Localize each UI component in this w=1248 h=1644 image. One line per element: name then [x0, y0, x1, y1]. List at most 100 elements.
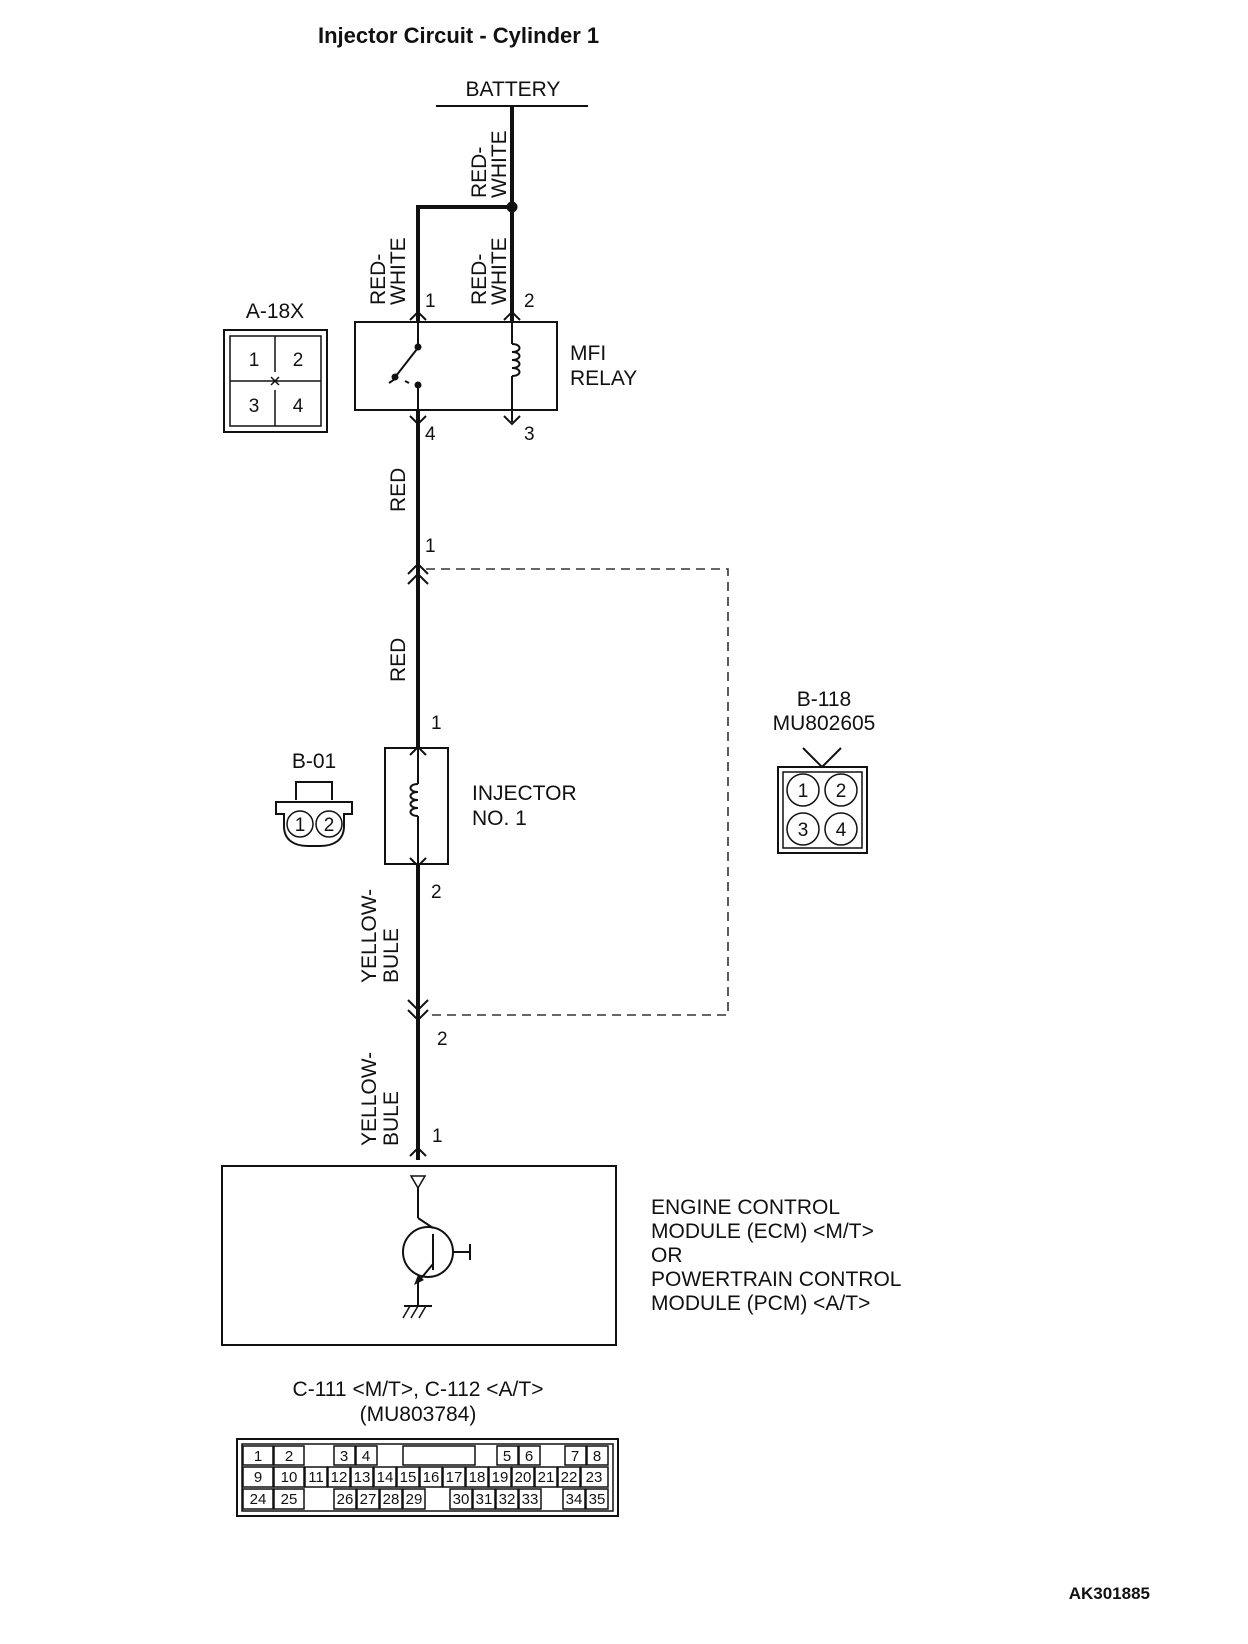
c111-pin-29: 29	[406, 1491, 423, 1508]
c111-pin-5: 5	[503, 1448, 511, 1465]
c111-pin-26: 26	[337, 1491, 354, 1508]
b118-pin1: 1	[798, 781, 809, 802]
battery-supply: BATTERY	[436, 78, 588, 107]
ecm-label-2: MODULE (ECM) <M/T>	[651, 1220, 874, 1243]
c111-row-1: 1 2 3 4 5 6 7 8	[242, 1445, 609, 1466]
injector-no1: 1 2 INJECTOR NO. 1	[384, 713, 577, 903]
c111-pin-10: 10	[281, 1469, 298, 1486]
c111-pin-11: 11	[308, 1469, 324, 1486]
c111-inner	[241, 1443, 614, 1512]
c111-pin-21: 21	[538, 1469, 555, 1486]
arrow-harness-upper-1	[407, 562, 429, 575]
terminal-arrows	[407, 310, 521, 1157]
c111-pin-30: 30	[453, 1491, 470, 1508]
c111-pin-16: 16	[423, 1469, 440, 1486]
c111-pin-34: 34	[566, 1491, 583, 1508]
a18x-pin2: 2	[293, 350, 304, 371]
c111-pin-15: 15	[400, 1469, 417, 1486]
arrow-injector-pin2	[409, 857, 427, 868]
b01-pin1-circle	[286, 810, 314, 838]
connector-b01-label: B-01	[292, 750, 336, 773]
connector-b118-label: B-118	[797, 688, 851, 711]
b118-key	[802, 747, 842, 769]
connector-c111-label: C-111 <M/T>, C-112 <A/T>	[293, 1378, 544, 1401]
arrow-relay-pin1	[409, 310, 427, 321]
wire-label-red-white-top-2: WHITE	[488, 130, 511, 198]
connector-b118-part: MU802605	[773, 712, 876, 735]
a18x-pin4: 4	[293, 396, 304, 417]
c111-pin-27: 27	[360, 1491, 377, 1508]
wire-label-red-white-right-2: WHITE	[488, 237, 511, 305]
ecm-input-triangle	[409, 1175, 427, 1190]
c111-pin-35: 35	[589, 1491, 606, 1508]
b01-pin2: 2	[324, 815, 335, 836]
mfi-relay: 1 2 4 3 MFI RELAY	[354, 291, 637, 445]
wire-branch-to-pin1	[416, 205, 512, 322]
arrow-harness-lower-2	[407, 1009, 429, 1022]
c111-pin-20: 20	[515, 1469, 532, 1486]
b118-inner	[782, 771, 863, 849]
b118-pin2-circle	[824, 773, 858, 807]
mfi-relay-label-1: MFI	[570, 342, 606, 365]
c111-pin-2: 2	[285, 1448, 293, 1465]
c111-pin-12: 12	[331, 1469, 348, 1486]
c111-row-2: 9 10 11 12 13 14 15 16 17 18 19 20 21 22…	[242, 1466, 609, 1488]
relay-switch-icon	[388, 322, 422, 410]
c111-pin-31: 31	[476, 1491, 493, 1508]
c111-outer	[236, 1438, 619, 1517]
mfi-relay-box	[354, 321, 558, 411]
c111-pin-1: 1	[254, 1448, 262, 1465]
ecm-label-5: MODULE (PCM) <A/T>	[651, 1292, 870, 1315]
b118-pin3: 3	[798, 820, 809, 841]
connector-a18x-outer	[223, 329, 328, 433]
injector-label-2: NO. 1	[472, 807, 527, 830]
c111-row-3: 24 25 26 27 28 29 30 31 32 33 34 35	[242, 1488, 609, 1510]
b118-pin4: 4	[836, 820, 847, 841]
wire-label-red-white-right-1: RED-	[468, 254, 491, 305]
wiring	[416, 106, 518, 1160]
battery-label: BATTERY	[466, 78, 561, 101]
harness-upper-pin-label: 1	[425, 536, 436, 557]
relay-pin3-label: 3	[524, 424, 535, 445]
ecm-label-1: ENGINE CONTROL	[651, 1196, 840, 1219]
b118-pin2: 2	[836, 781, 847, 802]
transistor-icon	[402, 1188, 471, 1306]
arrow-relay-pin2	[503, 310, 521, 321]
ecm-pin1-label: 1	[432, 1126, 443, 1147]
c111-pin-9: 9	[254, 1469, 262, 1486]
connector-b118: B-118 MU802605 1 2 3 4	[773, 688, 876, 854]
b118-pin4-circle	[824, 812, 858, 846]
ecm-box	[221, 1165, 617, 1346]
wire-label-red-lower: RED	[387, 638, 410, 682]
injector-pin2-label: 2	[431, 882, 442, 903]
c111-pin-7: 7	[571, 1448, 579, 1465]
ecm-label-4: POWERTRAIN CONTROL	[651, 1268, 901, 1291]
arrow-relay-pin4	[409, 415, 427, 426]
injector-pin1-label: 1	[431, 713, 442, 734]
a18x-pin3: 3	[249, 396, 260, 417]
c111-pin-22: 22	[561, 1469, 578, 1486]
injector-coil-icon	[409, 748, 419, 864]
c111-pin-8: 8	[593, 1448, 601, 1465]
wire-labels: RED- WHITE RED- WHITE RED- WHITE RED RED…	[358, 130, 511, 1146]
wire-label-red-upper: RED	[387, 468, 410, 512]
wire-label-yellow-bule-lower-2: BULE	[380, 1091, 403, 1146]
arrow-harness-upper-2	[407, 572, 429, 585]
wire-label-yellow-bule-upper-1: YELLOW-	[358, 889, 381, 983]
c111-pin-18: 18	[469, 1469, 486, 1486]
b01-pin1: 1	[295, 815, 306, 836]
c111-pin-19: 19	[492, 1469, 509, 1486]
b118-pin1-circle	[786, 773, 820, 807]
injector-box	[384, 747, 449, 865]
b118-pin3-circle	[786, 812, 820, 846]
arrow-harness-lower-1	[407, 999, 429, 1012]
a18x-pin1: 1	[249, 350, 260, 371]
c111-pin-13: 13	[354, 1469, 371, 1486]
relay-pin1-label: 1	[425, 291, 436, 312]
c111-pin-3: 3	[340, 1448, 348, 1465]
b01-latch	[295, 781, 333, 800]
connector-b01: B-01 1 2	[275, 750, 353, 847]
c111-pin-24: 24	[250, 1491, 267, 1508]
b01-pin2-circle	[315, 810, 343, 838]
wire-label-yellow-bule-lower-1: YELLOW-	[358, 1052, 381, 1146]
